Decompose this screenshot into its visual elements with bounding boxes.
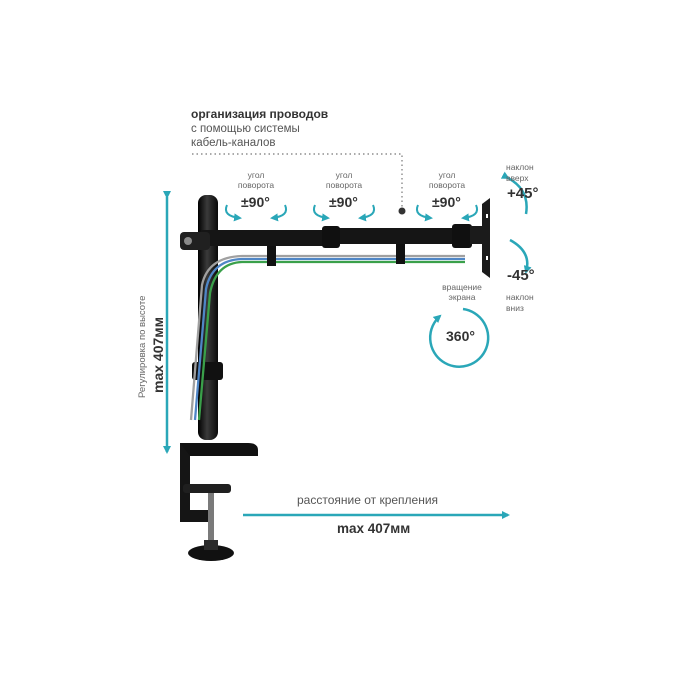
cable-leader-dot: [398, 207, 406, 215]
swivel-1-caption-line2: поворота: [237, 180, 275, 190]
swivel-1-caption-line1: угол: [247, 170, 265, 180]
cable-clip: [267, 246, 276, 266]
swivel-3-caption-line2: поворота: [428, 180, 466, 190]
cable-leader-line: [192, 153, 403, 208]
tilt-down-value: -45°: [507, 267, 535, 284]
swivel-2-caption-line1: угол: [335, 170, 353, 180]
tilt-up-value: +45°: [507, 185, 539, 202]
swivel-arrows: [224, 204, 479, 222]
arm-segment-1: [200, 230, 340, 246]
tilt-down-line1: наклон: [506, 292, 534, 302]
cable-management-title: организация проводов: [191, 107, 329, 121]
tilt-up-line2: вверх: [506, 173, 529, 183]
clamp-knob-stem: [204, 540, 218, 550]
arm-joint-2: [322, 226, 340, 248]
rotation-arrow: [428, 307, 490, 368]
vesa-plate: [482, 198, 490, 278]
clamp-screw: [208, 493, 214, 545]
base-plate: [180, 443, 258, 456]
swivel-2-caption-line2: поворота: [325, 180, 363, 190]
clamp-pad: [183, 484, 231, 493]
cable-clip: [396, 244, 405, 264]
rotation-caption-line1: вращение: [442, 282, 482, 292]
tilt-down-arrow: [509, 238, 532, 274]
cables: [189, 254, 465, 421]
arm-joint-1: [180, 232, 210, 250]
swivel-3-value: ±90°: [432, 194, 461, 210]
tilt-up-arrow: [500, 171, 528, 215]
swivel-3-caption-line1: угол: [438, 170, 456, 180]
cable-management-line2: кабель-каналов: [191, 137, 276, 149]
tilt-up-line1: наклон: [506, 162, 534, 172]
clamp-knob: [188, 545, 234, 561]
arm-joint-3: [452, 224, 472, 248]
height-value: max 407мм: [150, 317, 166, 393]
tilt-down-line2: вниз: [506, 303, 524, 313]
reach-label: расстояние от крепления: [297, 493, 439, 507]
swivel-1-value: ±90°: [241, 194, 270, 210]
rotation-value: 360°: [446, 328, 475, 344]
arm-segment-2: [330, 228, 472, 244]
c-clamp: [180, 443, 214, 522]
cable-management-line1: с помощью системы: [191, 123, 300, 135]
rotation-caption-line2: экрана: [448, 292, 476, 302]
tilt-bracket: [470, 226, 482, 244]
height-label: Регулировка по высоте: [137, 295, 148, 398]
swivel-2-value: ±90°: [329, 194, 358, 210]
reach-value: max 407мм: [337, 521, 411, 536]
